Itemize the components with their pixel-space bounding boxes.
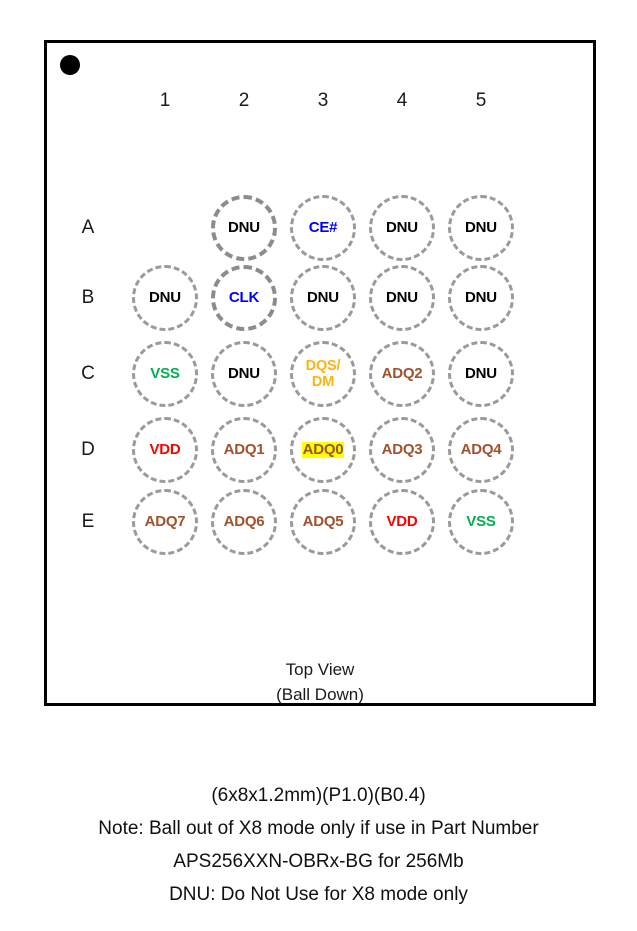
ball-D4[interactable]: ADQ3	[369, 417, 435, 483]
ball-label-B5: DNU	[465, 289, 497, 307]
ball-E5[interactable]: VSS	[448, 489, 514, 555]
row-header-C: C	[81, 363, 95, 384]
view-caption: Top View (Ball Down)	[47, 658, 593, 707]
pin-1-indicator-dot	[60, 55, 80, 75]
ball-label-E5: VSS	[466, 513, 496, 531]
ball-B4[interactable]: DNU	[369, 265, 435, 331]
ball-B5[interactable]: DNU	[448, 265, 514, 331]
ball-A4[interactable]: DNU	[369, 195, 435, 261]
ball-D1[interactable]: VDD	[132, 417, 198, 483]
ball-label-D4: ADQ3	[381, 441, 423, 459]
row-header-E: E	[81, 511, 95, 532]
package-outline-box: 1 2 3 4 5 A B C D E DNU CE# DNU DNU DNU CLK DNU DNU DNU V…	[44, 40, 596, 706]
ball-C5[interactable]: DNU	[448, 341, 514, 407]
ball-B2[interactable]: CLK	[211, 265, 277, 331]
ball-A5[interactable]: DNU	[448, 195, 514, 261]
ball-C2[interactable]: DNU	[211, 341, 277, 407]
ball-D5[interactable]: ADQ4	[448, 417, 514, 483]
note-dnu-definition: DNU: Do Not Use for X8 mode only	[169, 883, 468, 905]
ball-C4[interactable]: ADQ2	[369, 341, 435, 407]
ball-D2[interactable]: ADQ1	[211, 417, 277, 483]
ball-label-C3: DQS/ DM	[305, 357, 341, 390]
row-header-D: D	[81, 439, 95, 460]
ball-label-A3: CE#	[308, 219, 338, 237]
ball-label-E2: ADQ6	[223, 513, 265, 531]
ball-E4[interactable]: VDD	[369, 489, 435, 555]
ball-label-B3: DNU	[307, 289, 339, 307]
ball-label-A2: DNU	[228, 219, 260, 237]
ball-label-C2: DNU	[228, 365, 260, 383]
ball-B1[interactable]: DNU	[132, 265, 198, 331]
note-ballout-mode: Note: Ball out of X8 mode only if use in…	[98, 817, 539, 839]
ball-label-D1: VDD	[149, 441, 181, 459]
ball-E2[interactable]: ADQ6	[211, 489, 277, 555]
ball-A2[interactable]: DNU	[211, 195, 277, 261]
note-part-number: APS256XXN-OBRx-BG for 256Mb	[173, 850, 464, 872]
ball-B3[interactable]: DNU	[290, 265, 356, 331]
ball-C1[interactable]: VSS	[132, 341, 198, 407]
view-caption-line-1: Top View	[285, 660, 355, 679]
ball-label-B1: DNU	[149, 289, 181, 307]
ball-E3[interactable]: ADQ5	[290, 489, 356, 555]
ball-label-E4: VDD	[386, 513, 418, 531]
ball-label-D3: ADQ0	[301, 441, 345, 459]
ball-D3[interactable]: ADQ0	[290, 417, 356, 483]
ball-label-D2: ADQ1	[223, 441, 265, 459]
ball-label-D5: ADQ4	[460, 441, 502, 459]
ball-label-C5: DNU	[465, 365, 497, 383]
package-notes: (6x8x1.2mm)(P1.0)(B0.4) Note: Ball out o…	[0, 780, 637, 911]
ball-label-C1: VSS	[150, 365, 180, 383]
ball-label-E1: ADQ7	[144, 513, 186, 531]
view-caption-line-2: (Ball Down)	[276, 684, 364, 704]
ball-label-B4: DNU	[386, 289, 418, 307]
row-header-A: A	[81, 217, 95, 238]
ball-label-A5: DNU	[465, 219, 497, 237]
ball-label-E3: ADQ5	[302, 513, 344, 531]
ball-grid: DNU CE# DNU DNU DNU CLK DNU DNU DNU VSS DNU DQS/ DM…	[47, 43, 593, 703]
column-header-3: 3	[317, 90, 329, 111]
ball-label-C4: ADQ2	[381, 365, 423, 383]
ball-E1[interactable]: ADQ7	[132, 489, 198, 555]
column-header-2: 2	[238, 90, 250, 111]
column-header-1: 1	[159, 90, 171, 111]
row-header-B: B	[81, 287, 95, 308]
note-dimensions: (6x8x1.2mm)(P1.0)(B0.4)	[211, 785, 426, 806]
column-header-4: 4	[396, 90, 408, 111]
ball-label-A4: DNU	[386, 219, 418, 237]
ball-A3[interactable]: CE#	[290, 195, 356, 261]
ball-C3[interactable]: DQS/ DM	[290, 341, 356, 407]
column-header-5: 5	[475, 90, 487, 111]
ball-label-B2: CLK	[228, 289, 260, 307]
